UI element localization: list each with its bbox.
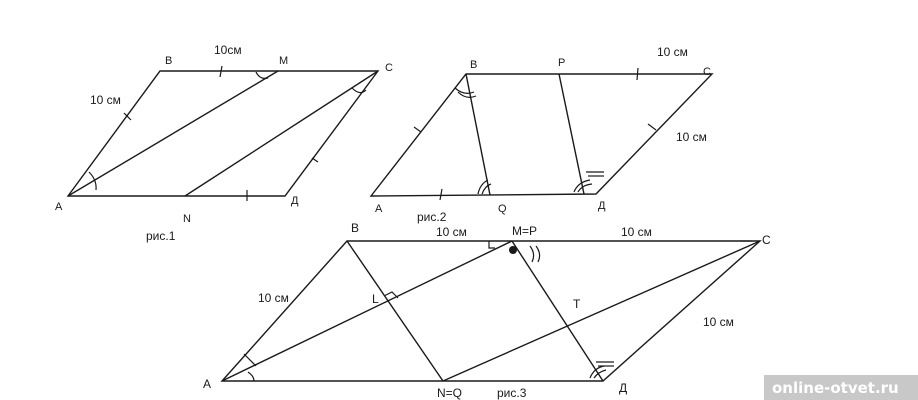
fig1-label-a: A (55, 201, 63, 213)
fig2-angle-q-2 (481, 183, 492, 195)
fig1-tick-bm (219, 65, 223, 78)
fig3-point-m-dot (509, 246, 517, 254)
fig2-tick-pc (636, 67, 639, 81)
fig3-segment-cn (442, 240, 761, 382)
fig3-segment-bn (346, 240, 444, 382)
fig2-label-a: A (375, 203, 383, 215)
fig1-angle-a (88, 171, 97, 191)
fig3-angle-a-2 (247, 371, 255, 382)
fig1-parallelogram (66, 70, 380, 197)
fig3-length-bm: 10 см (436, 225, 467, 239)
watermark-text: online-otvet.ru (772, 379, 899, 397)
fig2-label-b: B (470, 59, 477, 71)
fig3-angle-m-right-1 (529, 245, 535, 263)
fig1-label-d: Д (291, 195, 299, 207)
fig3-angle-a-1 (243, 353, 257, 367)
fig3-angle-d-2 (593, 369, 607, 379)
fig3-label-c: C (762, 233, 771, 247)
fig3-length-ab: 10 см (258, 291, 289, 305)
fig1-segment-cn (184, 70, 379, 197)
fig3-angle-m-right-2 (535, 245, 541, 263)
fig3-label-d: Д (619, 381, 627, 395)
fig1-tick-dc (311, 157, 319, 163)
figure-2: A B C Д P Q 10 см 10 см рис.2 (369, 45, 714, 224)
fig3-label-a: A (203, 377, 211, 391)
fig3-angle-m-left (488, 241, 495, 249)
fig3-label-t: T (573, 297, 581, 311)
fig1-length-ab: 10 см (90, 93, 121, 107)
fig1-caption: рис.1 (146, 229, 176, 243)
fig3-length-mc: 10 см (621, 225, 652, 239)
fig2-tick-aq (439, 188, 443, 201)
fig2-tick-dc (647, 123, 657, 131)
fig2-length-dc: 10 см (676, 130, 707, 144)
fig3-label-mp: M=P (512, 224, 537, 238)
fig3-segment-pd (511, 240, 604, 382)
fig2-label-c: C (703, 66, 711, 78)
fig1-angle-c (351, 87, 367, 94)
fig1-label-c: C (385, 62, 393, 74)
fig3-segment-am (221, 240, 513, 382)
fig1-tick-ab (123, 112, 132, 121)
watermark: online-otvet.ru (764, 375, 918, 400)
fig3-label-nq: N=Q (437, 386, 462, 400)
fig2-label-d: Д (598, 200, 606, 212)
fig2-angle-b-2 (457, 91, 477, 98)
fig2-label-q: Q (498, 203, 507, 215)
fig2-segment-bq (465, 73, 491, 196)
fig3-label-l: L (372, 292, 379, 306)
fig2-length-pc: 10 см (657, 45, 688, 59)
fig2-tick-ab (413, 126, 422, 133)
fig1-label-n: N (183, 213, 191, 225)
fig1-length-bm: 10см (214, 43, 242, 57)
figure-3: A B C Д M=P N=Q L T 10 см 10 см 10 см 10… (203, 221, 771, 400)
fig2-label-p: P (558, 57, 565, 69)
fig2-angle-d-2 (577, 183, 593, 193)
fig2-parallelogram (369, 73, 714, 197)
fig1-segment-am (67, 70, 279, 197)
fig2-angle-d-1 (573, 179, 591, 193)
figure-1: A B C Д M N 10см 10 см рис.1 (55, 43, 393, 243)
fig1-angle-m (255, 71, 269, 79)
fig2-caption: рис.2 (417, 210, 447, 224)
fig2-segment-pd (558, 73, 585, 195)
watermark-background (764, 375, 918, 400)
fig3-caption: рис.3 (497, 386, 527, 400)
fig1-label-m: M (279, 55, 288, 67)
fig3-label-b: B (351, 221, 359, 235)
fig3-right-angle-l (383, 291, 399, 299)
fig2-angle-q-1 (477, 179, 489, 195)
fig2-angle-b-1 (454, 87, 475, 94)
fig3-length-dc: 10 см (703, 315, 734, 329)
fig1-label-b: B (165, 55, 172, 67)
